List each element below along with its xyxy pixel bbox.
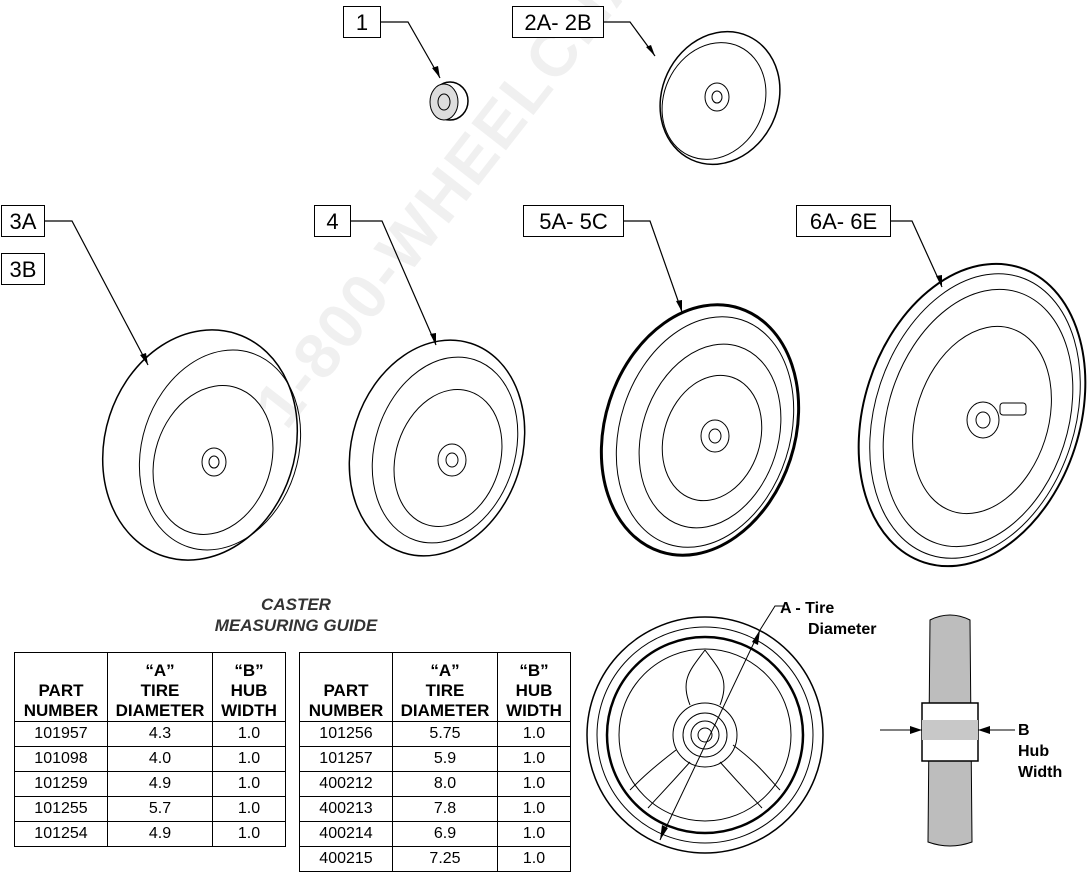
callout-5a-5c: 5A- 5C [523,205,624,237]
tire-diameter-cell: 6.9 [392,821,498,847]
callout-1: 1 [343,6,381,38]
part-number-cell: 400213 [299,796,393,822]
leader-arrowheads [140,45,942,365]
hub-width-cell: 1.0 [212,771,286,797]
hub-width-cell: 1.0 [212,746,286,772]
part-number-cell: 101098 [14,746,108,772]
callout-2a-2b: 2A- 2B [512,6,604,38]
part-number-cell: 101256 [299,721,393,747]
part-number-cell: 101255 [14,796,108,822]
hub-width-cell: 1.0 [497,846,571,872]
hub-width-cell: 1.0 [497,746,571,772]
tire-diameter-cell: 4.3 [107,721,213,747]
hub-width-cell: 1.0 [212,796,286,822]
part-number-cell: 400214 [299,821,393,847]
part-number-cell: 101957 [14,721,108,747]
wheel-4-drawing [348,339,526,557]
hub-label-line3: Width [1018,764,1063,781]
part-number-cell: 101254 [14,821,108,847]
tire-label-line1: A - Tire [780,600,835,617]
tire-diameter-label: A - Tire Diameter [780,598,876,640]
wheel-5-drawing [599,303,801,557]
tire-label-line2: Diameter [808,621,877,638]
tire-diameter-cell: 4.0 [107,746,213,772]
tire-diameter-cell: 4.9 [107,771,213,797]
wheel-3-drawing [101,329,302,561]
hub-width-cell: 1.0 [497,796,571,822]
tire-diameter-cell: 8.0 [392,771,498,797]
hub-width-cell: 1.0 [497,821,571,847]
measuring-guide-title: CASTER MEASURING GUIDE [196,594,396,636]
tire-diameter-cell: 5.7 [107,796,213,822]
bearing-drawing [429,81,469,121]
hub-width-label: B Hub Width [1018,720,1062,783]
hub-label-line2: Hub [1018,743,1050,760]
wheel-6-drawing [857,262,1087,568]
tire-diameter-cell: 7.25 [392,846,498,872]
guide-title-line2: MEASURING GUIDE [214,616,378,635]
hub-width-cell: 1.0 [212,821,286,847]
part-number-cell: 101257 [299,746,393,772]
hub-width-cell: 1.0 [497,721,571,747]
guide-title-line1: CASTER [261,595,331,614]
guide-wheel-drawing [586,605,824,854]
callout-3b: 3B [1,253,45,285]
hub-label-line1: B [1018,722,1030,739]
tire-diameter-cell: 5.75 [392,721,498,747]
tire-diameter-cell: 4.9 [107,821,213,847]
part-number-cell: 101259 [14,771,108,797]
tire-diameter-cell: 5.9 [392,746,498,772]
hub-drawing [880,614,1015,847]
wheel-2-drawing [659,30,781,166]
callout-4: 4 [314,205,351,237]
leader-lines [45,21,943,366]
tire-diameter-cell: 7.8 [392,796,498,822]
hub-width-cell: 1.0 [497,771,571,797]
part-number-cell: 400212 [299,771,393,797]
hub-width-cell: 1.0 [212,721,286,747]
callout-3a: 3A [1,205,45,237]
part-number-cell: 400215 [299,846,393,872]
callout-6a-6e: 6A- 6E [796,205,891,237]
